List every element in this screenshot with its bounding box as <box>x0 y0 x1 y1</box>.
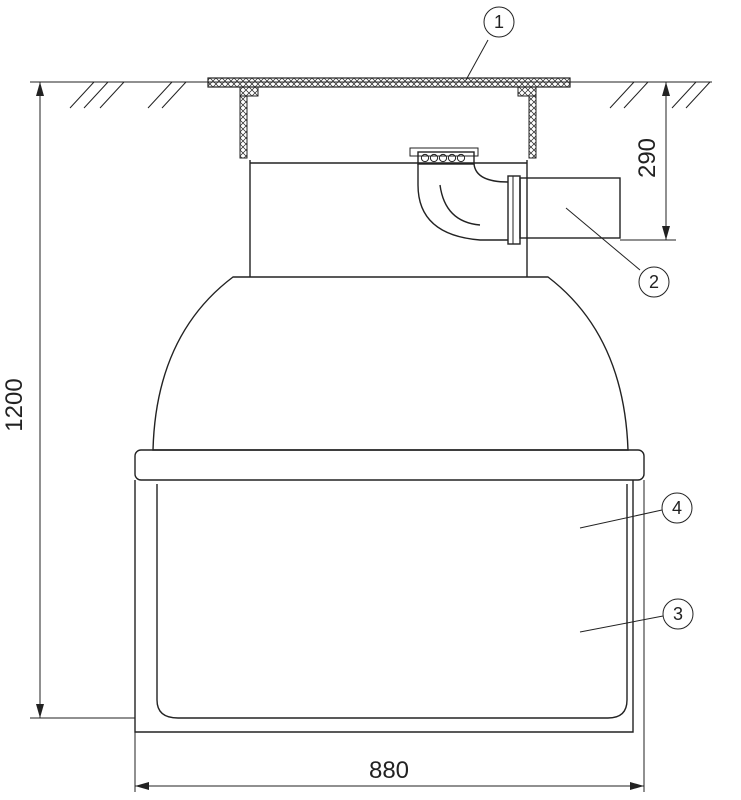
inlet-assembly <box>409 147 621 245</box>
dimension-height-label: 1200 <box>1 378 28 431</box>
dimension-height <box>30 82 135 719</box>
dimension-width <box>134 480 645 792</box>
dimension-inlet-depth <box>620 82 676 241</box>
callout-2: 2 <box>565 207 670 298</box>
callout-4: 4 <box>579 492 693 529</box>
callout-2-label: 2 <box>649 272 659 292</box>
cover-grate <box>207 77 571 88</box>
frame-flange <box>239 86 537 159</box>
callout-1: 1 <box>465 6 515 81</box>
dimension-width-label: 880 <box>369 757 409 784</box>
soil-hatch <box>69 81 711 109</box>
callout-3-label: 3 <box>673 604 683 624</box>
dome <box>152 276 629 451</box>
dimension-inlet-depth-label: 290 <box>634 138 661 178</box>
lower-container <box>134 480 634 733</box>
callout-4-label: 4 <box>672 498 682 518</box>
callout-3: 3 <box>579 598 694 633</box>
collar-ring <box>134 449 645 481</box>
riser-neck <box>249 160 528 277</box>
callout-1-label: 1 <box>494 12 504 32</box>
